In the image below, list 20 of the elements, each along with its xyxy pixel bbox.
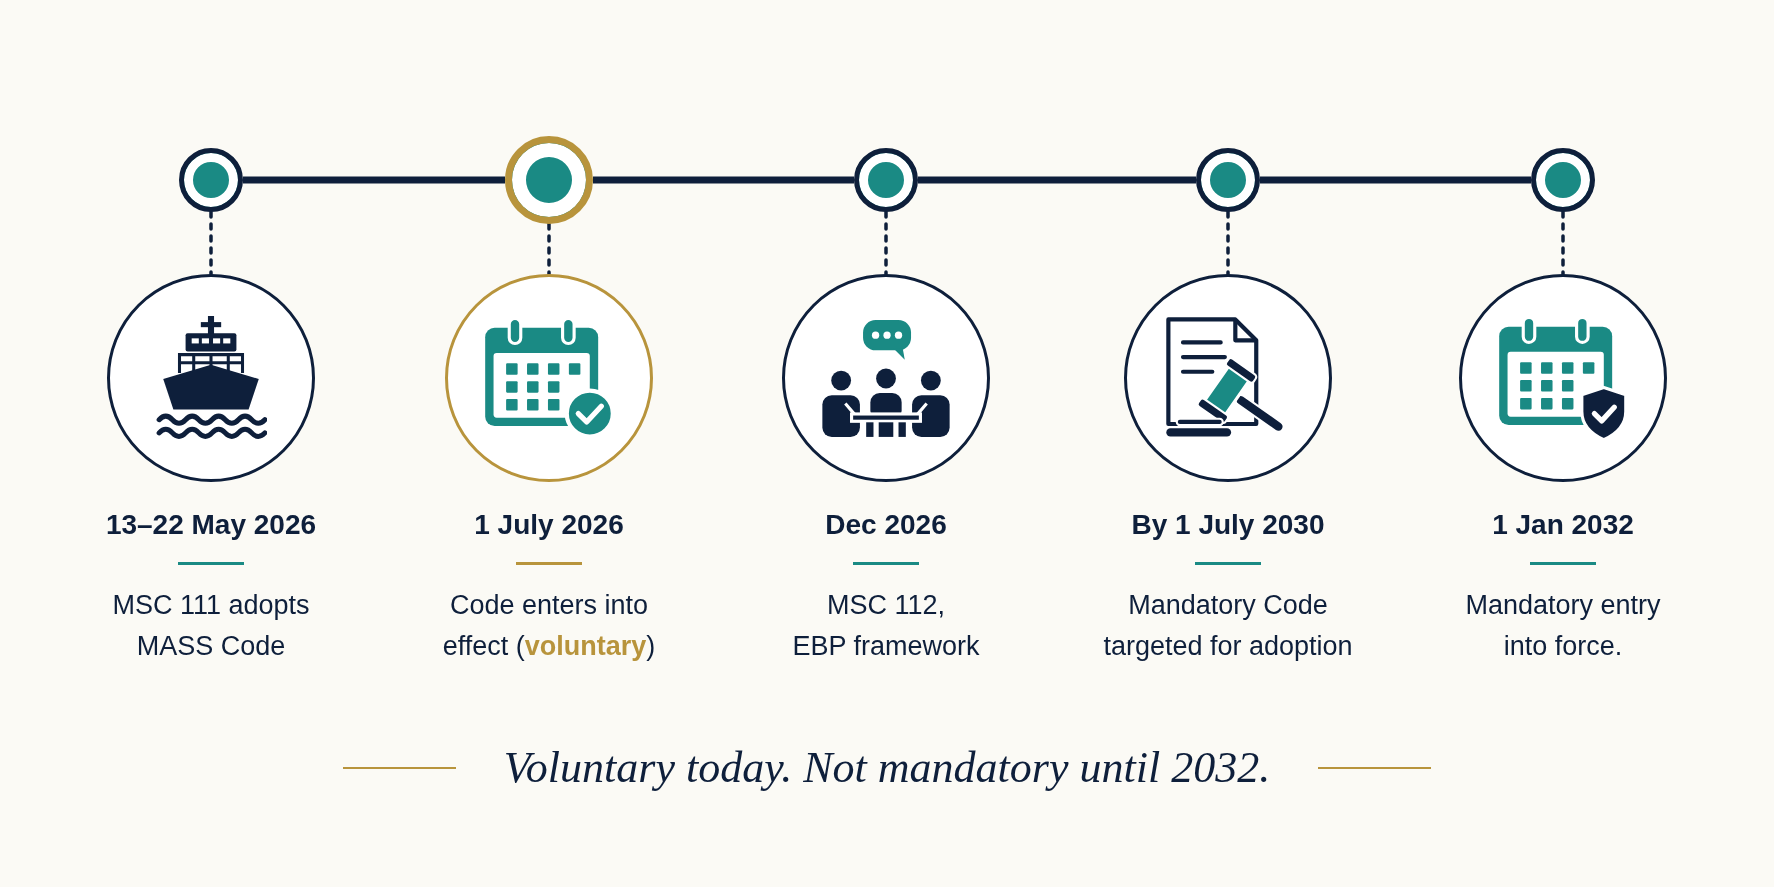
milestone-date: 1 July 2026 — [474, 508, 624, 542]
milestone-date: 13–22 May 2026 — [105, 508, 317, 542]
timeline-line — [243, 176, 505, 184]
dashed-connector — [547, 222, 551, 276]
milestone-description: Code enters into effect (voluntary) — [442, 589, 656, 663]
milestone-description: MSC 111 adopts MASS Code — [112, 589, 310, 663]
milestone-description: MSC 112, EBP framework — [792, 589, 980, 663]
caption: Voluntary today. Not mandatory until 2032. — [503, 742, 1271, 794]
milestone-date: Dec 2026 — [825, 508, 947, 542]
timeline-line — [593, 176, 854, 184]
timeline-line — [1260, 176, 1531, 184]
milestone-description: Mandatory entry into force. — [1465, 589, 1661, 663]
dashed-connector — [884, 210, 888, 276]
timeline-line — [918, 176, 1196, 184]
dashed-connector — [1226, 210, 1230, 276]
dashed-connector — [1561, 210, 1565, 276]
milestone-description: Mandatory Code targeted for adoption — [1103, 589, 1353, 663]
milestone-date: 1 Jan 2032 — [1492, 508, 1634, 542]
dashed-connector — [209, 210, 213, 276]
milestone-date: By 1 July 2030 — [1131, 508, 1325, 542]
